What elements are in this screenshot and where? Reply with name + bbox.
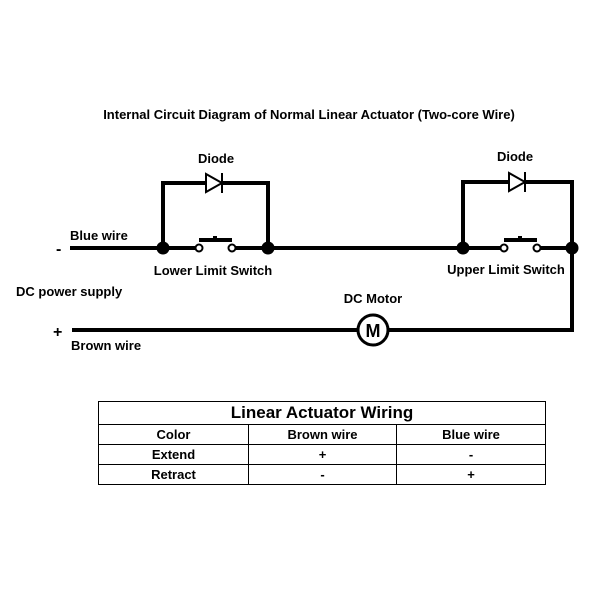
lower-limit-switch bbox=[194, 236, 237, 253]
wire-right-return bbox=[388, 248, 574, 332]
node-lower-right bbox=[261, 241, 275, 255]
table-row: Extend + - bbox=[98, 444, 547, 465]
row-extend-label: Extend bbox=[98, 444, 249, 465]
wiring-table: Linear Actuator Wiring Color Brown wire … bbox=[97, 401, 547, 485]
node-upper-left bbox=[456, 241, 470, 255]
plus-sign: + bbox=[53, 324, 62, 341]
node-lower-left bbox=[156, 241, 170, 255]
motor-symbol: M bbox=[366, 321, 381, 341]
node-upper-right bbox=[565, 241, 579, 255]
brown-wire-label: Brown wire bbox=[71, 338, 141, 353]
header-brown-wire: Brown wire bbox=[248, 424, 397, 445]
header-blue-wire: Blue wire bbox=[395, 424, 547, 445]
table-header-row: Color Brown wire Blue wire bbox=[98, 424, 547, 445]
lower-switch-label: Lower Limit Switch bbox=[154, 263, 273, 278]
diode-left bbox=[161, 172, 270, 248]
row-retract-brown: - bbox=[248, 464, 397, 485]
minus-sign: - bbox=[56, 241, 61, 258]
diagram-title: Internal Circuit Diagram of Normal Linea… bbox=[103, 107, 515, 122]
upper-limit-switch bbox=[499, 236, 542, 253]
diode-right bbox=[461, 171, 574, 248]
row-retract-blue: + bbox=[395, 464, 547, 485]
diode-right-label: Diode bbox=[497, 149, 533, 164]
upper-switch-label: Upper Limit Switch bbox=[447, 262, 565, 277]
dc-motor: M bbox=[356, 313, 390, 347]
row-extend-blue: - bbox=[395, 444, 547, 465]
motor-label: DC Motor bbox=[344, 291, 403, 306]
table-title: Linear Actuator Wiring bbox=[97, 401, 547, 425]
blue-wire-label: Blue wire bbox=[70, 228, 128, 243]
row-extend-brown: + bbox=[248, 444, 397, 465]
row-retract-label: Retract bbox=[98, 464, 249, 485]
diode-left-label: Diode bbox=[198, 151, 234, 166]
power-supply-label: DC power supply bbox=[16, 284, 123, 299]
header-color: Color bbox=[98, 424, 249, 445]
table-row: Retract - + bbox=[98, 464, 547, 485]
